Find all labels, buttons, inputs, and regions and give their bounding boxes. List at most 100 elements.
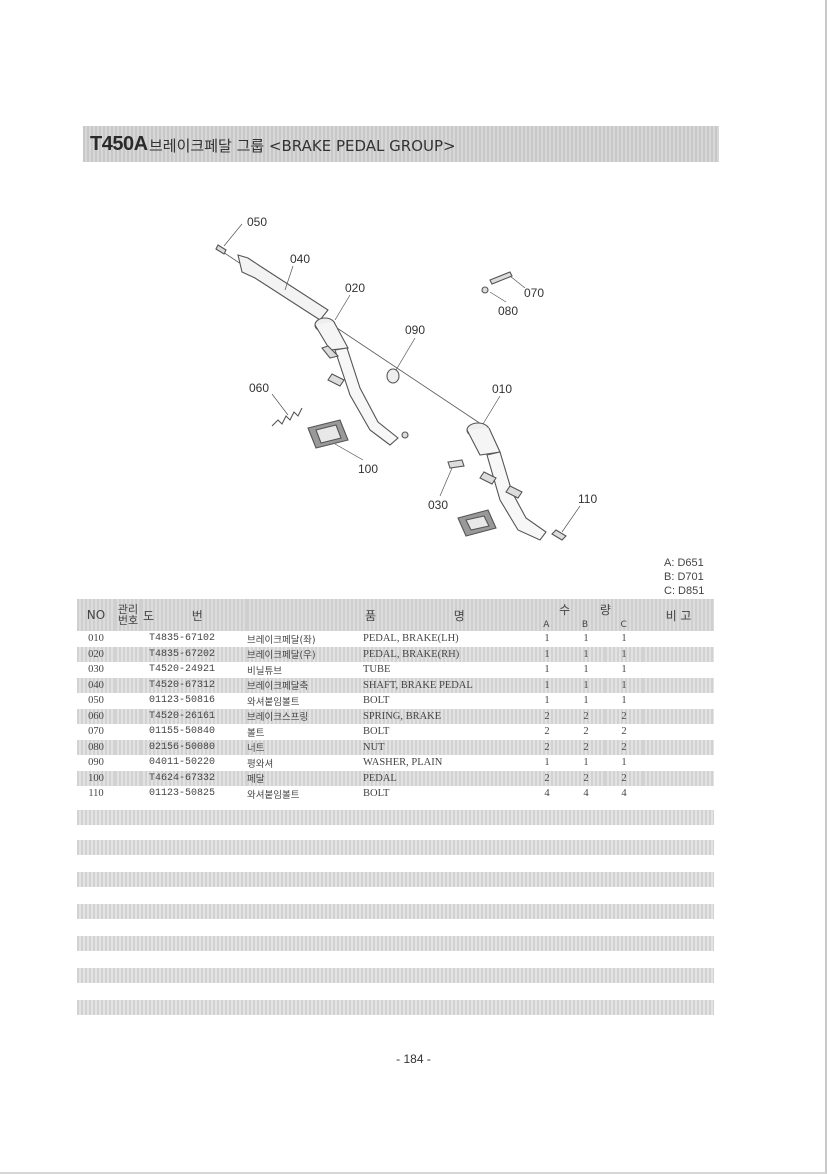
cell-name-en: NUT [363, 739, 528, 755]
cell-name-kr: 브레이크스프링 [247, 708, 363, 724]
header-part-no-2: 번 [191, 608, 203, 623]
empty-row [77, 968, 714, 983]
cell-part-no: 01155-50840 [149, 726, 216, 738]
header-name-2: 명 [453, 608, 465, 623]
table-row: 090 04011-50220 평와셔 WASHER, PLAIN 1 1 1 [77, 755, 714, 771]
pedal-lh-arm [334, 347, 399, 446]
cell-name-kr: 브레이크페달(우) [247, 646, 363, 662]
legend-c: C: D851 [664, 585, 705, 597]
cell-no: 070 [88, 726, 104, 738]
table-row: 020 T4835-67202 브레이크페달(우) PEDAL, BRAKE(R… [77, 646, 715, 662]
cell-qty-b: 2 [567, 770, 606, 786]
cell-qty-b: 1 [583, 633, 589, 645]
cell-qty-c: 1 [621, 633, 627, 645]
header-mgmt-bottom: 번호 [117, 614, 139, 627]
pedal-rh-arm [486, 451, 547, 541]
header-qty: 수 량 A B C [527, 599, 644, 631]
cell-no: 080 [77, 739, 115, 755]
cell-no: 110 [88, 788, 104, 800]
cell-qty-c: 1 [621, 757, 627, 769]
cell-part-no: T4624-67332 [141, 770, 247, 786]
cell-no: 090 [88, 757, 104, 769]
parts-table: NO 관리 번호 도 번 품 명 수 [77, 599, 715, 802]
header-qty-b: B [581, 620, 589, 630]
table-row: 080 02156-50080 너트 NUT 2 2 2 [77, 739, 715, 755]
callout-090: 090 [405, 323, 425, 337]
header-remarks: 비 고 [643, 599, 715, 631]
tube-030-shape [447, 459, 465, 469]
bolt-050-shape [215, 244, 227, 255]
cell-qty-c: 1 [621, 664, 627, 676]
cell-qty-b: 4 [583, 788, 589, 800]
pedal-lh-hub [314, 321, 349, 351]
page-title: 브레이크페달 그룹 <BRAKE PEDAL GROUP> [149, 137, 456, 155]
header-mgmt: 관리 번호 [115, 599, 141, 631]
bolt-070-shape [489, 271, 513, 285]
cell-qty-c: 2 [605, 708, 644, 724]
nut-lh-shape [401, 431, 409, 439]
cell-part-no: T4520-24921 [149, 664, 216, 676]
cell-no: 010 [88, 633, 104, 645]
cell-qty-a: 2 [544, 726, 550, 738]
cell-qty-a: 1 [544, 664, 550, 676]
empty-row [77, 936, 714, 951]
cell-no: 100 [77, 770, 115, 786]
empty-row [77, 1000, 714, 1015]
table-row: 110 01123-50825 와셔붙임볼트 BOLT 4 4 4 [77, 786, 714, 802]
cell-name-en: BOLT [363, 695, 390, 707]
leader-110 [561, 505, 581, 533]
header-name: 품 명 [247, 599, 528, 631]
model-code: T450A [90, 133, 148, 155]
spring-060-shape [271, 407, 303, 427]
cell-part-no: T4835-67102 [149, 633, 216, 645]
cell-qty-a: 1 [544, 695, 550, 707]
cell-qty-a: 1 [527, 677, 568, 693]
cell-qty-b: 2 [567, 739, 606, 755]
cell-name-en: PEDAL [363, 770, 528, 786]
cell-name-kr: 와셔붙임볼트 [247, 696, 300, 708]
cell-part-no: T4520-26161 [141, 708, 247, 724]
cell-part-no: 01123-50816 [149, 695, 216, 707]
cell-name-kr: 너트 [247, 739, 363, 755]
table-header: NO 관리 번호 도 번 품 명 수 [77, 599, 715, 631]
leader-090 [395, 337, 416, 371]
cell-qty-c: 1 [621, 695, 627, 707]
empty-row [77, 840, 714, 855]
header-no: NO [77, 599, 115, 631]
cell-qty-b: 2 [583, 726, 589, 738]
diagram-svg: 050 040 020 090 060 010 100 030 110 070 … [215, 215, 597, 541]
empty-row [77, 872, 714, 887]
cell-name-en: PEDAL, BRAKE(LH) [363, 633, 459, 645]
cell-name-en: BOLT [363, 726, 390, 738]
empty-row [77, 904, 714, 919]
cell-qty-b: 1 [583, 664, 589, 676]
leader-070 [509, 275, 526, 289]
shaft-shape [237, 254, 329, 321]
cell-name-kr: 브레이크페달(좌) [247, 634, 316, 646]
cell-qty-a: 1 [527, 646, 568, 662]
legend-b: B: D701 [664, 571, 704, 583]
callout-110: 110 [578, 492, 597, 506]
empty-row [77, 810, 714, 825]
cell-qty-c: 4 [621, 788, 627, 800]
header-qty-a: A [543, 620, 550, 630]
cell-no: 060 [77, 708, 115, 724]
cell-qty-c: 2 [605, 739, 644, 755]
table-row: 050 01123-50816 와셔붙임볼트 BOLT 1 1 1 [77, 693, 714, 709]
pedal-lh-tab [321, 345, 340, 359]
callout-070: 070 [524, 286, 544, 300]
cell-name-kr: 브레이크페달축 [247, 677, 363, 693]
callout-100: 100 [358, 462, 378, 476]
header-mgmt-top: 관리 [117, 603, 139, 616]
cell-part-no: T4835-67202 [141, 646, 247, 662]
pedal-rh-tab [479, 471, 497, 485]
nut-080-shape [481, 286, 489, 294]
table-row: 030 T4520-24921 비닐튜브 TUBE 1 1 1 [77, 662, 714, 678]
cell-qty-b: 1 [583, 757, 589, 769]
table-row: 100 T4624-67332 페달 PEDAL 2 2 2 [77, 770, 715, 786]
callout-030: 030 [428, 498, 448, 512]
cell-part-no: 02156-50080 [141, 739, 247, 755]
callout-060: 060 [249, 381, 269, 395]
cell-qty-c: 2 [605, 770, 644, 786]
